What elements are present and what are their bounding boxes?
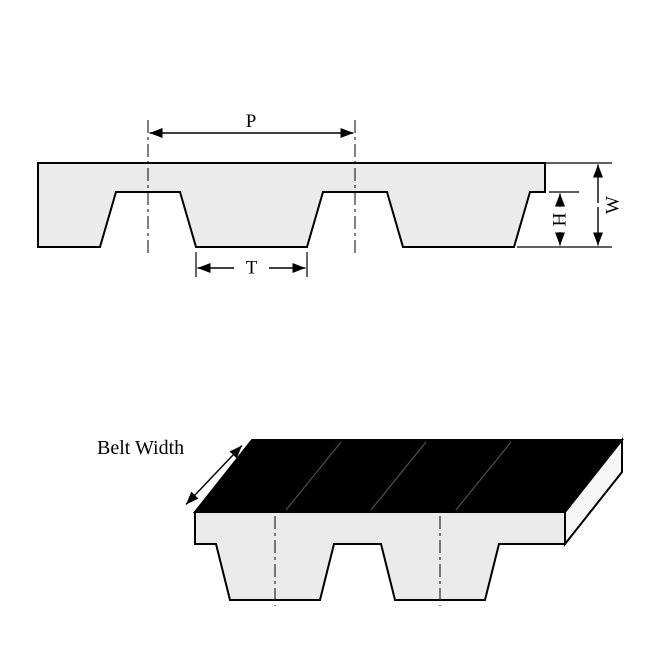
tooth-height-label: H (550, 212, 571, 226)
pitch-label: P (246, 111, 257, 132)
belt-width-arrow (185, 445, 243, 505)
top-face-section-line-1 (285, 441, 342, 511)
tooth-width-label: T (246, 258, 258, 279)
belt-profile (37, 162, 546, 248)
pitch-dimension: P (149, 111, 354, 138)
tooth-height-dimension: H (517, 191, 612, 248)
top-face-section-line-3 (455, 441, 512, 511)
belt-width-arrow-lower (185, 474, 215, 505)
perspective-view: Belt Width (97, 437, 625, 606)
cross-section-view: P T H W (37, 111, 624, 279)
belt-top-face (192, 439, 625, 513)
belt-width-label: Belt Width (97, 437, 184, 459)
tooth-width-dimension: T (195, 252, 308, 279)
belt-front-face (194, 511, 566, 601)
top-face-section-line-2 (370, 441, 427, 511)
belt-width-arrow-upper (213, 445, 243, 476)
belt-thickness-dimension: W (545, 162, 624, 246)
belt-thickness-label: W (603, 196, 624, 214)
